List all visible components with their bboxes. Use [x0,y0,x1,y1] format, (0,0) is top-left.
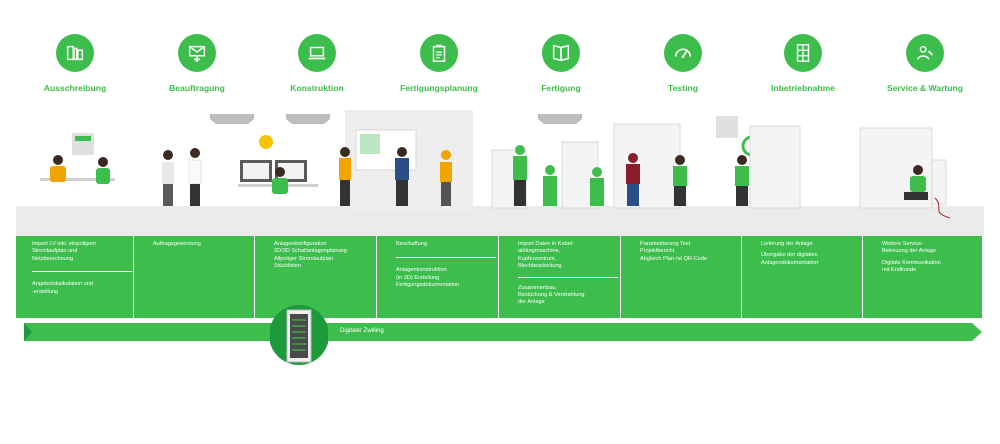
phase-inbetriebnahme: Inbetriebnahme [742,34,864,93]
step-text: Weitere Service- [882,241,924,247]
process-steps-band [16,236,982,318]
step-ausschreibung: Import LV inkl. einpoligem Stromlaufplan… [32,241,140,296]
step-text: Allpoliger Stromlaufplan [274,255,334,262]
phase-testing: Testing [622,34,744,93]
step-text: Import Daten in Kabel- [518,241,574,247]
step-text: Kupferzentrum, [518,255,557,262]
person-wrench-icon [906,34,944,72]
gauge-icon [664,34,702,72]
phase-fertigung: Fertigung [500,34,622,93]
column-divider [254,236,255,318]
step-konstruktion: Anlagenkonfiguration 2D/3D Schaltanlagen… [274,241,382,271]
step-text: Auftragsgewinnung [153,241,201,247]
step-testing: Parametrierung Test Projektbericht Abgle… [640,241,748,263]
step-text: Parametrierung Test [640,241,691,247]
step-text: Übergabe der digitalen [761,252,818,259]
phase-label: Service & Wartung [886,83,964,93]
column-divider [620,236,621,318]
phase-label: Fertigungsplanung [400,83,478,93]
document-stack-icon [56,34,94,72]
envelope-download-icon [178,34,216,72]
step-text: 2D/3D Schaltanlagenplanung [274,248,347,255]
digital-twin-arrow [24,323,982,341]
step-text: Anlagendokumentation [761,259,819,266]
step-text: ablängmaschine, [518,248,561,255]
phase-fertigungsplanung: Fertigungsplanung [378,34,500,93]
step-text: Zusammenbau, [518,284,557,291]
digital-twin-cabinet-icon [270,305,328,365]
step-text: Fertigungsdokumentation [396,282,460,289]
workshop-floor [16,206,984,236]
phase-beauftragung: Beauftragung [136,34,258,93]
phase-label: Fertigung [541,83,581,93]
step-text: Anlagenkonfiguration [274,241,327,247]
column-divider [498,236,499,318]
open-book-icon [542,34,580,72]
laptop-icon [298,34,336,72]
column-divider [376,236,377,318]
step-text: mit Endkunde [882,267,917,274]
step-text: Abgleich Plan-Ist QR-Code [640,255,708,262]
step-separator [396,257,496,259]
phase-service-wartung: Service & Wartung [864,34,986,93]
step-text: Projektbericht [640,248,675,255]
phase-label: Ausschreibung [43,83,107,93]
step-text: Digitale Kommunikation [882,259,941,266]
workflow-illustration [40,110,951,219]
column-divider [741,236,742,318]
phase-label: Testing [668,83,698,93]
phase-label: Konstruktion [290,83,344,93]
step-text: Anlagenkonstruktion [396,267,447,274]
step-inbetriebnahme: Lieferung der Anlage Übergabe der digita… [761,241,869,267]
step-text: Beschaffung [396,241,427,247]
phase-label: Inbetriebnahme [771,83,835,93]
step-text: (in 3D) Erstellung [396,274,440,281]
step-text: Bestückung & Verdrahtung [518,292,585,299]
step-text: Import LV inkl. einpoligem [32,241,96,247]
step-text: Blechbearbeitung [518,263,562,270]
digital-twin-label: Digitaler Zwilling [340,328,384,334]
clipboard-icon [420,34,458,72]
step-separator [518,276,618,278]
step-fertigung: Import Daten in Kabel- ablängmaschine, K… [518,241,626,307]
phase-ausschreibung: Ausschreibung [14,34,136,93]
step-beauftragung: Auftragsgewinnung [153,241,261,248]
step-text: Netzberechnung [32,255,74,262]
step-fertigungsplanung: Beschaffung Anlagenkonstruktion (in 3D) … [396,241,504,290]
step-text: -erstellung [32,288,59,295]
step-text: Betreuung der Anlage [882,248,937,255]
phase-konstruktion: Konstruktion [256,34,378,93]
step-text: Angebotskalkulation und [32,281,93,288]
step-text: der Anlage [518,299,545,306]
cabinet-grid-icon [784,34,822,72]
step-text: Lieferung der Anlage [761,241,813,247]
phase-label: Beauftragung [169,83,225,93]
column-divider [862,236,863,318]
step-separator [32,271,132,273]
step-service-wartung: Weitere Service- Betreuung der Anlage Di… [882,241,990,275]
column-divider [133,236,134,318]
step-text: Stromlaufplan und [32,248,78,255]
step-text: Stücklisten [274,263,302,270]
